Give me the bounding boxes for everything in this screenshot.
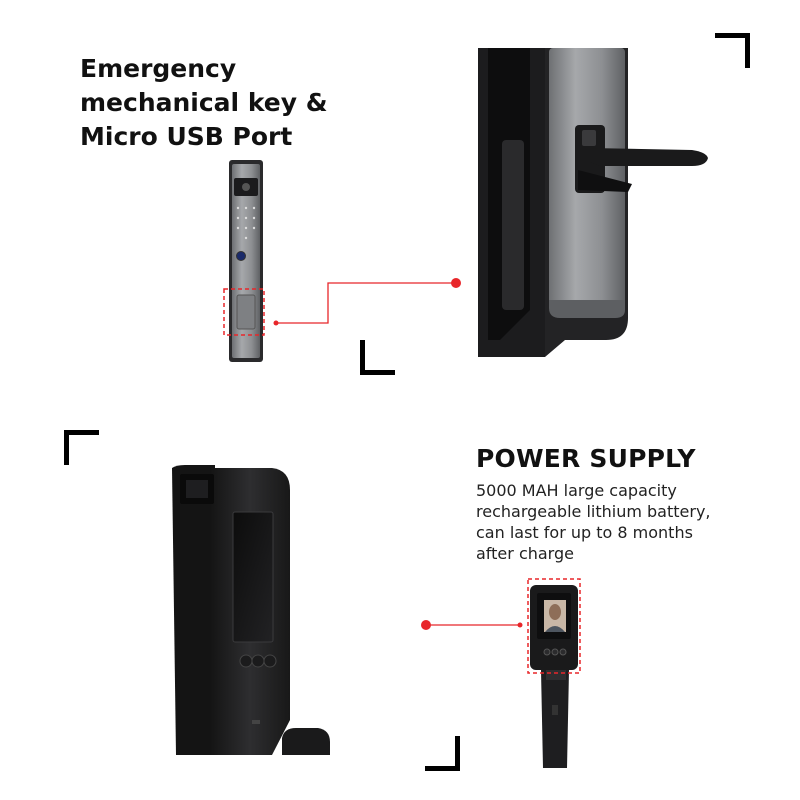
description-line: can last for up to 8 months bbox=[476, 523, 693, 542]
description-line: 5000 MAH large capacity bbox=[476, 481, 677, 500]
highlight-box bbox=[527, 578, 581, 674]
small-silver-lock bbox=[223, 160, 265, 362]
power-supply-heading: POWER SUPPLY bbox=[476, 444, 696, 473]
description-line: after charge bbox=[476, 544, 574, 563]
small-black-lock bbox=[527, 578, 581, 768]
corner-bracket-bottom-left bbox=[360, 340, 395, 375]
heading-line: Micro USB Port bbox=[80, 122, 293, 151]
highlight-box bbox=[223, 288, 265, 336]
corner-bracket-top-left bbox=[64, 430, 99, 465]
silver-lock-closeup bbox=[478, 48, 708, 357]
description-line: rechargeable lithium battery, bbox=[476, 502, 711, 521]
callout-connector-bottom bbox=[421, 620, 523, 630]
power-supply-description: 5000 MAH large capacity rechargeable lit… bbox=[476, 480, 736, 564]
keypad-icon bbox=[236, 206, 256, 240]
black-lock-angled bbox=[172, 465, 330, 755]
fingerprint-icon bbox=[236, 251, 246, 261]
face-screen-icon bbox=[232, 511, 274, 643]
callout-connector-top bbox=[273, 278, 461, 326]
heading-line: Emergency bbox=[80, 54, 237, 83]
heading-line: mechanical key & bbox=[80, 88, 328, 117]
corner-bracket-top-right bbox=[715, 33, 750, 68]
corner-bracket-bottom-right bbox=[425, 736, 460, 771]
usb-port-heading: Emergency mechanical key & Micro USB Por… bbox=[80, 52, 380, 154]
